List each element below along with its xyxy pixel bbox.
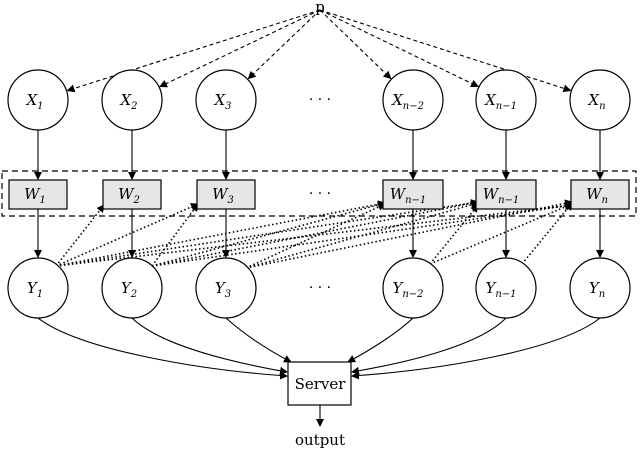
w-node-n-1: Wn−1	[475, 179, 537, 210]
x-node-3: X3	[195, 69, 257, 131]
p-to-x-edge-4	[319, 9, 392, 80]
y-to-w-dotted-edge-7	[151, 200, 386, 267]
w-node-2: W2	[102, 179, 162, 210]
svg-text:Xn−2: Xn−2	[391, 91, 424, 112]
y-node-1: Y1	[7, 257, 69, 319]
svg-text:Xn: Xn	[587, 91, 605, 112]
source-label: p	[315, 0, 325, 16]
x-node-n-2: Xn−2	[382, 69, 444, 131]
svg-text:Y2: Y2	[121, 279, 137, 300]
w-node-1: W1	[8, 179, 68, 210]
x-node-n-1: Xn−1	[475, 69, 537, 131]
x-node-1: X1	[7, 69, 69, 131]
svg-text:W2: W2	[118, 185, 140, 206]
svg-text:Wn−1: Wn−1	[390, 185, 427, 206]
svg-text:Y3: Y3	[215, 279, 231, 300]
y-to-w-dotted-edge-10	[245, 203, 386, 269]
x-row-ellipsis: · · ·	[309, 92, 331, 108]
svg-text:X2: X2	[119, 91, 137, 112]
y-to-w-dotted-edge-8	[151, 199, 479, 267]
x-node-n: Xn	[569, 69, 631, 131]
p-to-x-edge-3	[247, 9, 321, 80]
output-label: output	[295, 431, 345, 449]
y1-to-server-edge	[37, 317, 288, 380]
y-node-2: Y2	[101, 257, 163, 319]
y-to-w-dotted-edge-1	[55, 204, 105, 267]
w-node-n: Wn	[570, 179, 630, 210]
y-node-n-1: Yn−1	[475, 257, 537, 319]
yn2-to-server-edge	[347, 317, 414, 363]
svg-text:Yn−2: Yn−2	[392, 279, 423, 300]
w-group-box	[1, 170, 637, 217]
svg-text:Y1: Y1	[27, 279, 43, 300]
p-to-x-edge-2	[159, 9, 321, 88]
p-to-x-edge-5	[319, 9, 479, 88]
x-node-2: X2	[101, 69, 163, 131]
y-to-w-dotted-edge-2	[55, 203, 199, 267]
svg-text:X3: X3	[213, 91, 231, 112]
y-to-w-dotted-edge-11	[245, 201, 479, 269]
w-node-n-2: Wn−1	[382, 179, 444, 210]
y2-to-server-edge	[131, 317, 288, 375]
svg-text:Yn: Yn	[589, 279, 605, 300]
svg-text:X1: X1	[25, 91, 43, 112]
y-to-w-dotted-edge-15	[521, 202, 573, 265]
svg-text:W1: W1	[24, 185, 46, 206]
w-row-ellipsis: · · ·	[309, 186, 331, 202]
svg-text:Wn−1: Wn−1	[483, 185, 520, 206]
svg-text:Xn−1: Xn−1	[484, 91, 517, 112]
server-node: Server	[287, 361, 352, 406]
p-to-x-edge-6	[319, 9, 572, 93]
yn-to-server-edge	[351, 317, 601, 380]
y-row-ellipsis: · · ·	[309, 280, 331, 296]
y-node-3: Y3	[195, 257, 257, 319]
y-to-w-dotted-edge-12	[245, 199, 573, 269]
svg-text:W3: W3	[212, 185, 234, 206]
edges-layer	[34, 9, 604, 427]
yn1-to-server-edge	[351, 317, 507, 375]
y-to-w-dotted-edge-4	[55, 199, 479, 267]
y-node-n-2: Yn−2	[382, 257, 444, 319]
y-node-n: Yn	[569, 257, 631, 319]
y3-to-server-edge	[225, 317, 292, 363]
svg-text:Server: Server	[295, 375, 347, 393]
y-to-w-dotted-edge-13	[429, 204, 479, 265]
y-to-w-dotted-edge-14	[429, 203, 573, 265]
p-to-x-edge-1	[66, 9, 321, 93]
y-to-w-dotted-edge-6	[151, 203, 199, 267]
svg-text:Wn: Wn	[586, 185, 608, 206]
y-to-w-dotted-edge-5	[55, 201, 573, 267]
svg-text:Yn−1: Yn−1	[485, 279, 516, 300]
w-node-3: W3	[196, 179, 256, 210]
